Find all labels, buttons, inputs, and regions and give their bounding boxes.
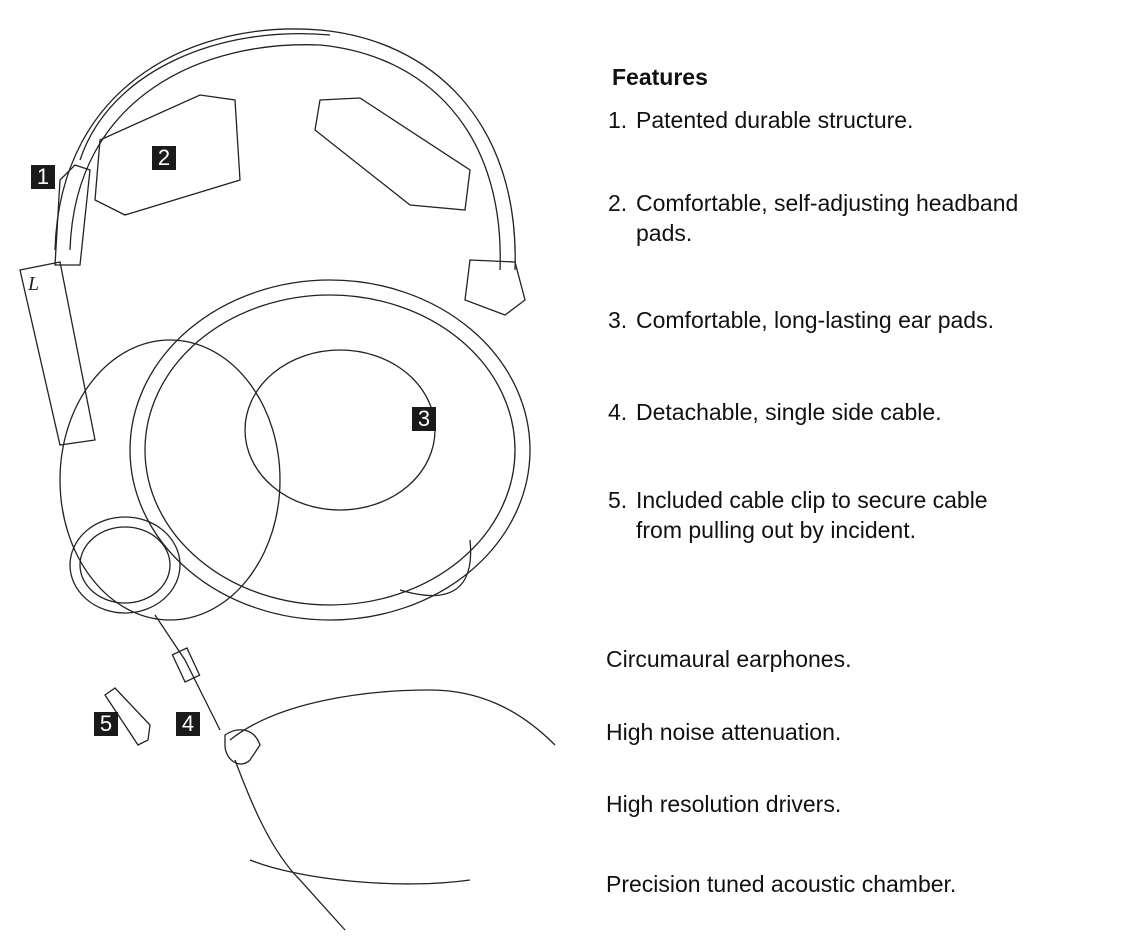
headphones-illustration: L [19, 28, 556, 931]
feature-number: 1. [608, 107, 628, 133]
feature-item: 2. Comfortable, self-adjusting headband p… [608, 188, 1128, 248]
cable-clip [104, 687, 151, 746]
feature-item: 1. Patented durable structure. [608, 105, 1128, 135]
highlight-line: Circumaural earphones. [606, 646, 852, 672]
feature-number: 5. [608, 487, 628, 513]
feature-item: 5. Included cable clip to secure cable fr… [608, 485, 1128, 545]
highlight-line: High resolution drivers. [606, 791, 842, 817]
hand [229, 689, 556, 931]
callout-2: 2 [152, 146, 176, 170]
features-heading: Features [612, 64, 708, 90]
feature-number: 2. [608, 190, 628, 216]
feature-number: 4. [608, 399, 628, 425]
callout-3: 3 [412, 407, 436, 431]
feature-text: Comfortable, self-adjusting headband [636, 190, 1019, 216]
feature-text: Patented durable structure. [636, 107, 914, 133]
feature-text-continued: from pulling out by incident. [636, 517, 916, 543]
callout-5: 5 [94, 712, 118, 736]
callout-1: 1 [31, 165, 55, 189]
callout-4: 4 [176, 712, 200, 736]
feature-item: 3. Comfortable, long-lasting ear pads. [608, 305, 1128, 335]
highlight-line: High noise attenuation. [606, 719, 842, 745]
feature-text: Detachable, single side cable. [636, 399, 942, 425]
feature-text: Comfortable, long-lasting ear pads. [636, 307, 994, 333]
side-mark-label: L [27, 273, 39, 295]
cable [154, 614, 221, 731]
ear-cup-left [69, 516, 181, 614]
feature-item: 4. Detachable, single side cable. [608, 397, 1128, 427]
highlight-line: Precision tuned acoustic chamber. [606, 871, 957, 897]
feature-text: Included cable clip to secure cable [636, 487, 988, 513]
headband-pad-right [314, 97, 471, 211]
ear-cup-right [129, 279, 531, 621]
headband-pad-left [94, 94, 241, 216]
headband [54, 28, 516, 271]
feature-text-continued: pads. [636, 220, 693, 246]
feature-number: 3. [608, 307, 628, 333]
